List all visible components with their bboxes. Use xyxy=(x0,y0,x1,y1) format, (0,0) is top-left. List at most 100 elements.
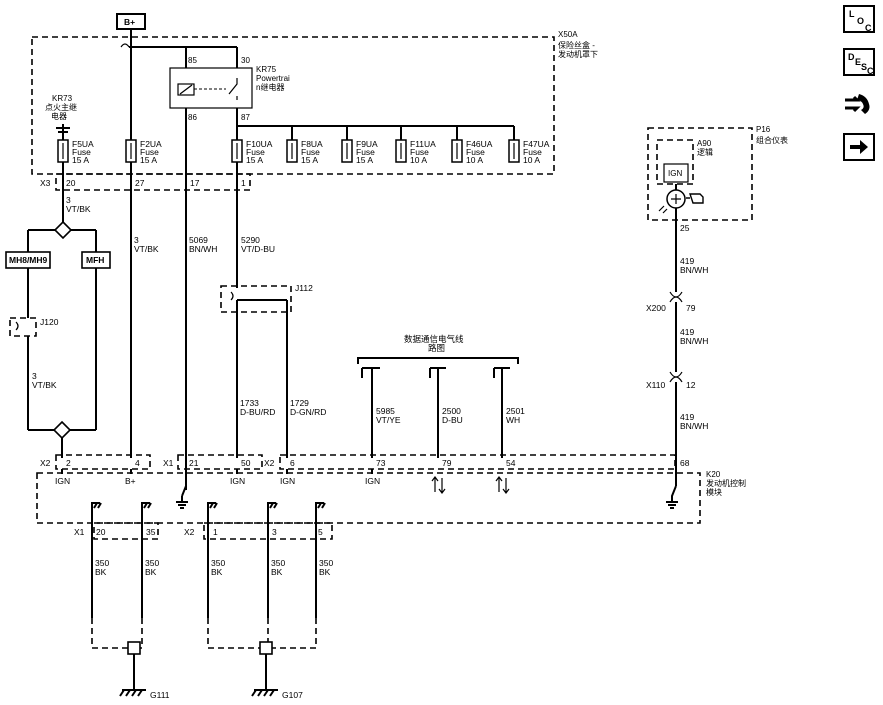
relay-pin-86: 86 xyxy=(188,113,197,122)
cluster-p16-id: P16 xyxy=(756,125,771,134)
svg-text:F46UA: F46UA xyxy=(466,139,493,149)
ground-wire-num-1: 350 xyxy=(95,558,109,568)
ground-x1-label: X1 xyxy=(74,527,85,537)
wire-5069-num: 5069 xyxy=(189,235,208,245)
wire-3a-num: 3 xyxy=(66,195,71,205)
ecm-x2b-label: X2 xyxy=(264,458,275,468)
ecm-pin-4: 4 xyxy=(135,458,140,468)
ground-wire-color-4: BK xyxy=(271,567,283,577)
relay-name-2: n继电器 xyxy=(256,82,284,92)
connector-j112-label: J112 xyxy=(295,283,313,293)
connector-j120-label: J120 xyxy=(40,317,59,327)
wire-1729-num: 1729 xyxy=(290,398,309,408)
ecm-pin-21: 21 xyxy=(189,458,199,468)
wire-1733-num: 1733 xyxy=(240,398,259,408)
ecm-connector-x2-left xyxy=(55,454,151,470)
svg-text:15 A: 15 A xyxy=(72,155,89,165)
ground-pin-35: 35 xyxy=(146,527,156,537)
ecm-k20-box xyxy=(36,472,701,524)
svg-text:Fuse: Fuse xyxy=(140,147,159,157)
wire-3c-num: 3 xyxy=(32,371,37,381)
cluster-pin-25: 25 xyxy=(680,223,690,233)
svg-text:Fuse: Fuse xyxy=(523,147,542,157)
svg-text:F9UA: F9UA xyxy=(356,139,378,149)
ecm-connector-x1 xyxy=(177,454,263,470)
cluster-ign-label: IGN xyxy=(668,169,682,178)
ecm-ign-pin50: IGN xyxy=(230,476,245,486)
connector-x3 xyxy=(55,173,251,191)
cluster-logic-name: 逻辑 xyxy=(697,147,713,157)
ground-wire-color-3: BK xyxy=(211,567,223,577)
svg-text:10 A: 10 A xyxy=(466,155,483,165)
next-page-button[interactable] xyxy=(843,133,875,161)
svg-text:F47UA: F47UA xyxy=(523,139,550,149)
ecm-connector-x2-right xyxy=(279,454,676,470)
ground-pin-1: 1 xyxy=(213,527,218,537)
ground-g111-icon xyxy=(119,689,146,697)
ecm-pin-73: 73 xyxy=(376,458,386,468)
ecm-low-side-driver-icon xyxy=(666,485,678,509)
svg-text:15 A: 15 A xyxy=(246,155,263,165)
svg-text:15 A: 15 A xyxy=(140,155,157,165)
fuse-f10ua: F10UA Fuse 15 A xyxy=(231,139,273,165)
ground-pin-3: 3 xyxy=(272,527,277,537)
desc-letter-d: D xyxy=(848,52,855,62)
bidirectional-arrow-icon xyxy=(431,476,446,494)
ecm-k20-name-2: 模块 xyxy=(706,487,722,497)
ground-wire-num-3: 350 xyxy=(211,558,225,568)
bplus-supply-label: B+ xyxy=(124,17,135,27)
ecm-ign-pin6: IGN xyxy=(280,476,295,486)
ground-connector-x1 xyxy=(93,522,159,540)
ign-relay-name-1: 点火主继 xyxy=(45,102,77,112)
svg-text:10 A: 10 A xyxy=(523,155,540,165)
wire-419c-color: BN/WH xyxy=(680,421,708,431)
fuse-f5ua: F5UA Fuse 15 A xyxy=(57,139,94,165)
x3-pin-27: 27 xyxy=(135,178,145,188)
svg-text:F8UA: F8UA xyxy=(301,139,323,149)
relay-id: KR75 xyxy=(256,65,277,74)
fuse-f2ua: F2UA Fuse 15 A xyxy=(125,139,162,165)
loc-letter-o: O xyxy=(857,16,865,26)
relay-pin-30: 30 xyxy=(241,56,250,65)
svg-text:F5UA: F5UA xyxy=(72,139,94,149)
bus-hop-icon xyxy=(120,43,130,48)
wire-5069-color: BN/WH xyxy=(189,244,217,254)
ecm-pin-2: 2 xyxy=(66,458,71,468)
connector-view-button[interactable] xyxy=(843,90,875,118)
relay-kr75-box xyxy=(169,67,253,109)
location-button[interactable]: L O C xyxy=(843,5,875,33)
ecm-pin-50: 50 xyxy=(241,458,251,468)
ign-relay-id: KR73 xyxy=(52,94,73,103)
ground-wire-num-2: 350 xyxy=(145,558,159,568)
description-button[interactable]: D E S C xyxy=(843,48,875,76)
loc-letter-l: L xyxy=(849,9,855,19)
bidirectional-arrow-icon-2 xyxy=(495,476,510,494)
svg-text:F11UA: F11UA xyxy=(410,139,436,149)
data-link-bracket xyxy=(357,357,519,364)
cluster-logic-id: A90 xyxy=(697,139,712,148)
cluster-p16-box xyxy=(647,127,753,221)
wire-2501-num: 2501 xyxy=(506,406,525,416)
wire-1729-color: D-GN/RD xyxy=(290,407,326,417)
relay-switch-icon xyxy=(228,78,238,100)
svg-text:Fuse: Fuse xyxy=(410,147,429,157)
ecm-k20-id: K20 xyxy=(706,470,721,479)
connector-j112 xyxy=(220,285,292,313)
ecm-x2-label: X2 xyxy=(40,458,51,468)
engine-icon xyxy=(686,193,704,204)
ground-splice-g111 xyxy=(127,641,141,655)
wire-419b-color: BN/WH xyxy=(680,336,708,346)
inline-x110-pin: 12 xyxy=(686,380,696,390)
svg-text:15 A: 15 A xyxy=(356,155,373,165)
fuse-f47ua: F47UA Fuse 10 A xyxy=(508,139,550,165)
svg-text:Fuse: Fuse xyxy=(301,147,320,157)
loc-letter-c: C xyxy=(865,23,872,33)
wire-5290-color: VT/D-BU xyxy=(241,244,275,254)
x3-pin-1: 1 xyxy=(241,178,246,188)
inline-x200-icon xyxy=(669,291,683,298)
desc-letter-s: S xyxy=(861,62,868,72)
wire-5985-num: 5985 xyxy=(376,406,395,416)
fuse-block-name-1: 保险丝盒 - xyxy=(558,40,595,50)
desc-letter-e: E xyxy=(855,57,862,67)
wire-2500-num: 2500 xyxy=(442,406,461,416)
